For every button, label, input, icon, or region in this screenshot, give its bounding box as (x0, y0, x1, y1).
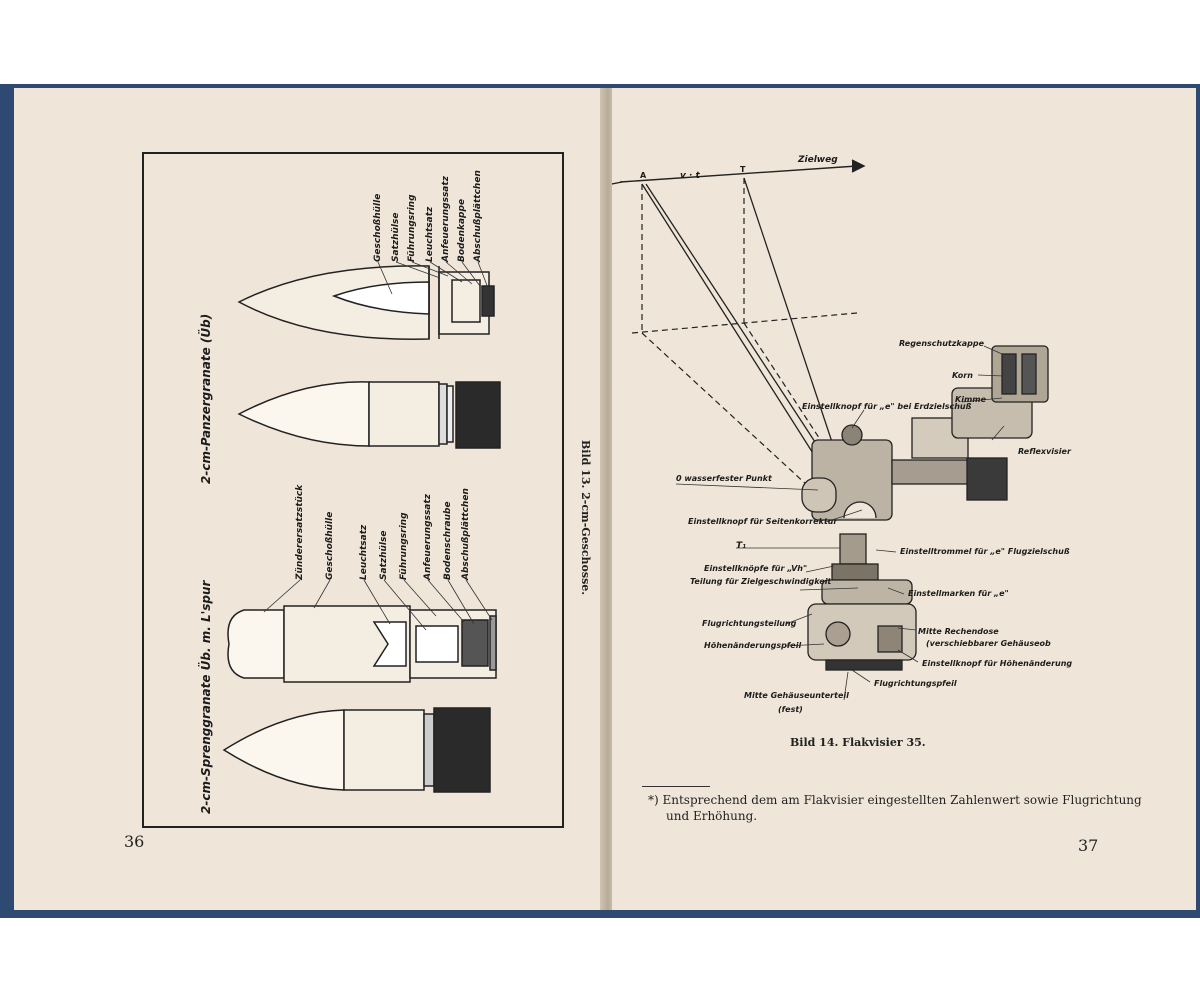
label-geschosshuelle-2: Geschoßhülle (325, 512, 335, 580)
panzer-title: 2-cm-Panzergranate (Üb) (198, 314, 213, 484)
label-velocity: v · t (680, 171, 701, 181)
label-point-t: T (740, 165, 746, 174)
label-zielweg: Zielweg (797, 155, 838, 165)
label-zuendersatzstueck: Zünderersatzstück (295, 484, 305, 581)
callout-flugrichtungspfeil: Flugrichtungspfeil (874, 679, 957, 688)
right-page: A v · t T Zielweg T₁ Regenschutzkappe Ko… (612, 88, 1196, 910)
label-fuehrungsring: Führungsring (407, 194, 417, 262)
panzergranate-external (237, 381, 501, 449)
instrument-body (801, 345, 1049, 671)
sprenggranate-cutaway (227, 605, 497, 683)
footnote-line-2: und Erhöhung. (666, 809, 758, 823)
footnote-line-1: *) Entsprechend dem am Flakvisier einges… (648, 793, 1142, 807)
callout-mitte-gehaeuse: Mitte Gehäuseunterteil (744, 691, 849, 700)
spreng-title: 2-cm-Sprenggranate Üb. m. L'spur (198, 579, 213, 814)
callout-leaders (675, 345, 1005, 701)
label-satzhuelse-2: Satzhülse (379, 531, 389, 580)
callout-einstellknoepfe-vh: Einstellknöpfe für „Vh" (704, 564, 807, 573)
spreng-labels: Zünderersatzstück Geschoßhülle Leuchtsat… (295, 484, 471, 581)
callout-einstellknopf-hoehe: Einstellknopf für Höhenänderung (922, 659, 1072, 668)
label-satzhuelse: Satzhülse (391, 213, 401, 262)
callout-wasserfester-punkt: 0 wasserfester Punkt (676, 474, 773, 483)
leader-lines (263, 261, 493, 631)
label-abschussplaettchen-2: Abschußplättchen (461, 488, 471, 581)
right-figure-caption: Bild 14. Flakvisier 35. (790, 736, 926, 749)
callout-korn: Korn (952, 371, 973, 380)
figure-frame: Geschoßhülle Satzhülse Führungsring Leuc… (142, 152, 564, 828)
callout-teilung: Teilung für Zielgeschwindigkeit (690, 577, 832, 586)
callout-hoehenaenderungspfeil: Höhenänderungspfeil (704, 641, 801, 650)
label-t1: T₁ (736, 541, 746, 551)
label-anfeuerungssatz: Anfeuerungssatz (441, 175, 451, 263)
footnote: *) Entsprechend dem am Flakvisier einges… (648, 792, 1142, 824)
panzergranate-cutaway (237, 265, 495, 340)
left-figure-caption: Bild 13. 2-cm-Geschosse. (579, 440, 592, 596)
label-anfeuerungssatz-2: Anfeuerungssatz (423, 493, 433, 581)
callout-fest: (fest) (778, 705, 803, 714)
callout-regenschutzkappe: Regenschutzkappe (899, 339, 985, 348)
book-spread: Geschoßhülle Satzhülse Führungsring Leuc… (0, 84, 1200, 918)
label-bodenkappe: Bodenkappe (457, 199, 467, 262)
page-number-right: 37 (1078, 836, 1099, 855)
page-number-left: 36 (124, 832, 145, 851)
callout-reflexvisier: Reflexvisier (1018, 447, 1072, 456)
callout-kimme: Kimme (955, 395, 987, 404)
projectiles-drawing: Geschoßhülle Satzhülse Führungsring Leuc… (198, 170, 501, 814)
left-page: Geschoßhülle Satzhülse Führungsring Leuc… (14, 88, 604, 910)
label-leuchtsatz: Leuchtsatz (425, 206, 435, 262)
label-bodenschraube: Bodenschraube (443, 501, 453, 580)
label-geschosshuelle: Geschoßhülle (373, 194, 383, 262)
label-point-a: A (640, 171, 647, 180)
footnote-rule (642, 786, 710, 787)
callout-einstellknopf-e: Einstellknopf für „e" bei Erdzielschuß (802, 402, 972, 411)
callout-einstellknopf-seiten: Einstellknopf für Seitenkorrektur (688, 517, 838, 526)
sprenggranate-external (222, 707, 491, 793)
callout-flugrichtungsteilung: Flugrichtungsteilung (702, 619, 797, 628)
label-fuehrungsring-2: Führungsring (399, 512, 409, 580)
flakvisier-drawing: A v · t T Zielweg T₁ Regenschutzkappe Ko… (612, 155, 1072, 714)
label-leuchtsatz-2: Leuchtsatz (359, 524, 369, 580)
label-abschussplaettchen: Abschußplättchen (473, 170, 483, 263)
callout-einstellmarken: Einstellmarken für „e" (908, 589, 1009, 598)
callout-mitte-rechendose: Mitte Rechendose (918, 627, 999, 636)
callout-verschiebbarer: (verschiebbarer Gehäuseob (926, 639, 1051, 648)
panzer-labels: Geschoßhülle Satzhülse Führungsring Leuc… (373, 170, 483, 263)
callout-einstelltrommel: Einstelltrommel für „e" Flugzielschuß (900, 547, 1070, 556)
